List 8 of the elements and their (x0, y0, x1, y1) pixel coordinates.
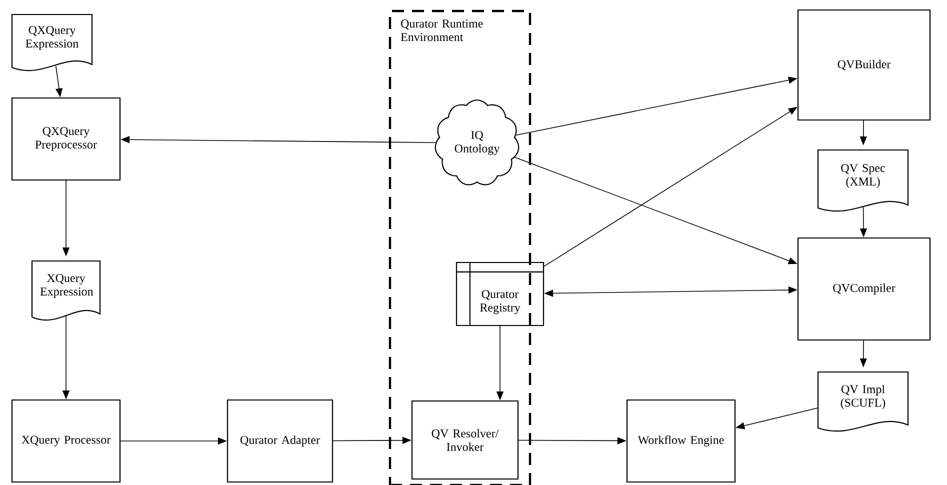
process-box: QXQuery Preprocessor (11, 97, 121, 181)
registry-box: Qurator Registry (456, 262, 544, 326)
process-box: QV Resolver/ Invoker (411, 400, 519, 480)
process-box: XQuery Processor (11, 399, 121, 483)
process-box: QVCompiler (797, 237, 931, 341)
process-box: Qurator Adapter (226, 399, 334, 483)
process-box: Workflow Engine (626, 399, 736, 483)
process-box: QVBuilder (797, 9, 931, 121)
